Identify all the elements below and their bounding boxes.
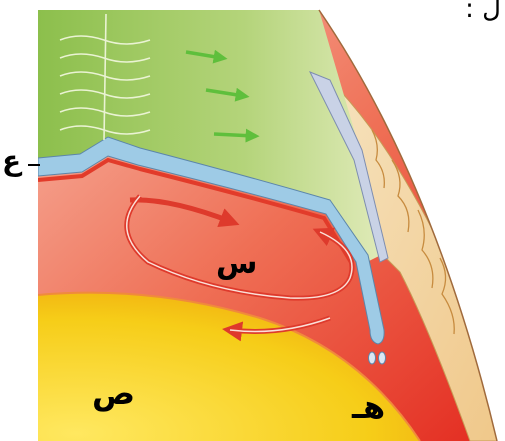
label-convection: س — [216, 246, 257, 281]
header-text: ل : — [465, 0, 501, 24]
label-core: ص — [92, 374, 135, 412]
label-crust-marker: ع — [2, 144, 21, 177]
label-magma: هـ — [352, 388, 385, 426]
